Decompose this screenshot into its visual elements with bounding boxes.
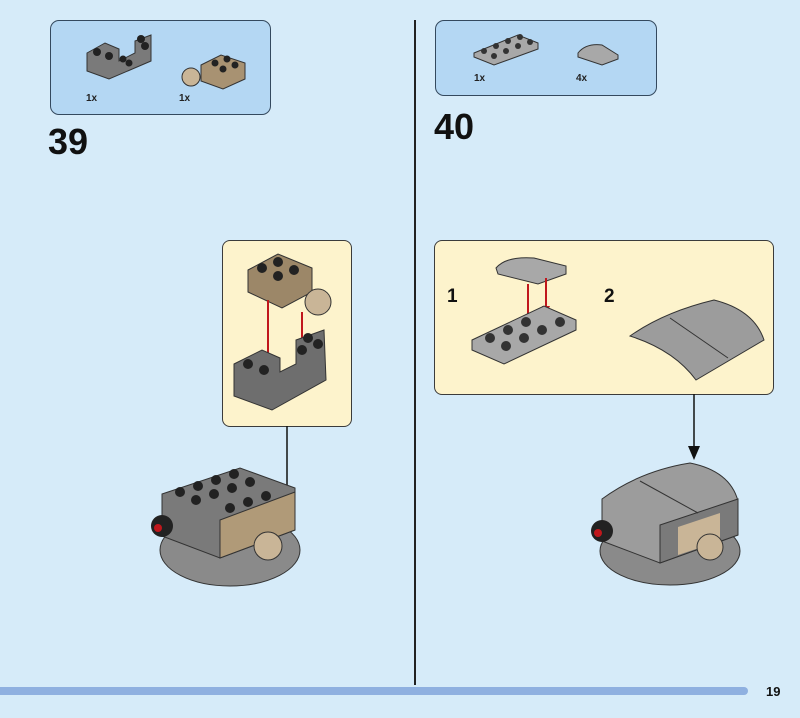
step-40-assembly-arrow xyxy=(688,394,700,460)
page-number: 19 xyxy=(766,684,781,699)
parts-box-step-40: 1x 4x xyxy=(435,20,657,96)
footer-bar xyxy=(0,687,748,695)
dark-gray-brick-icon xyxy=(86,34,152,80)
substep-number: 2 xyxy=(604,286,615,307)
step-number: 39 xyxy=(48,121,89,162)
part-qty: 4x xyxy=(576,73,588,84)
part-qty: 1x xyxy=(86,93,98,104)
part-qty: 1x xyxy=(179,93,191,104)
curved-slope-icon xyxy=(577,44,619,66)
tan-ball-brick-icon xyxy=(181,54,246,90)
part-qty: 1x xyxy=(474,73,486,84)
page-divider xyxy=(414,20,416,685)
callout-39-illustration xyxy=(233,253,332,411)
callout-40-illustration xyxy=(471,257,765,381)
step-39-model xyxy=(151,467,301,587)
step-number: 40 xyxy=(434,106,475,147)
gray-plate-icon xyxy=(473,34,539,66)
step-40-model xyxy=(591,462,741,586)
parts-box-step-39: 1x 1x xyxy=(50,20,271,115)
substep-number: 1 xyxy=(447,286,458,307)
